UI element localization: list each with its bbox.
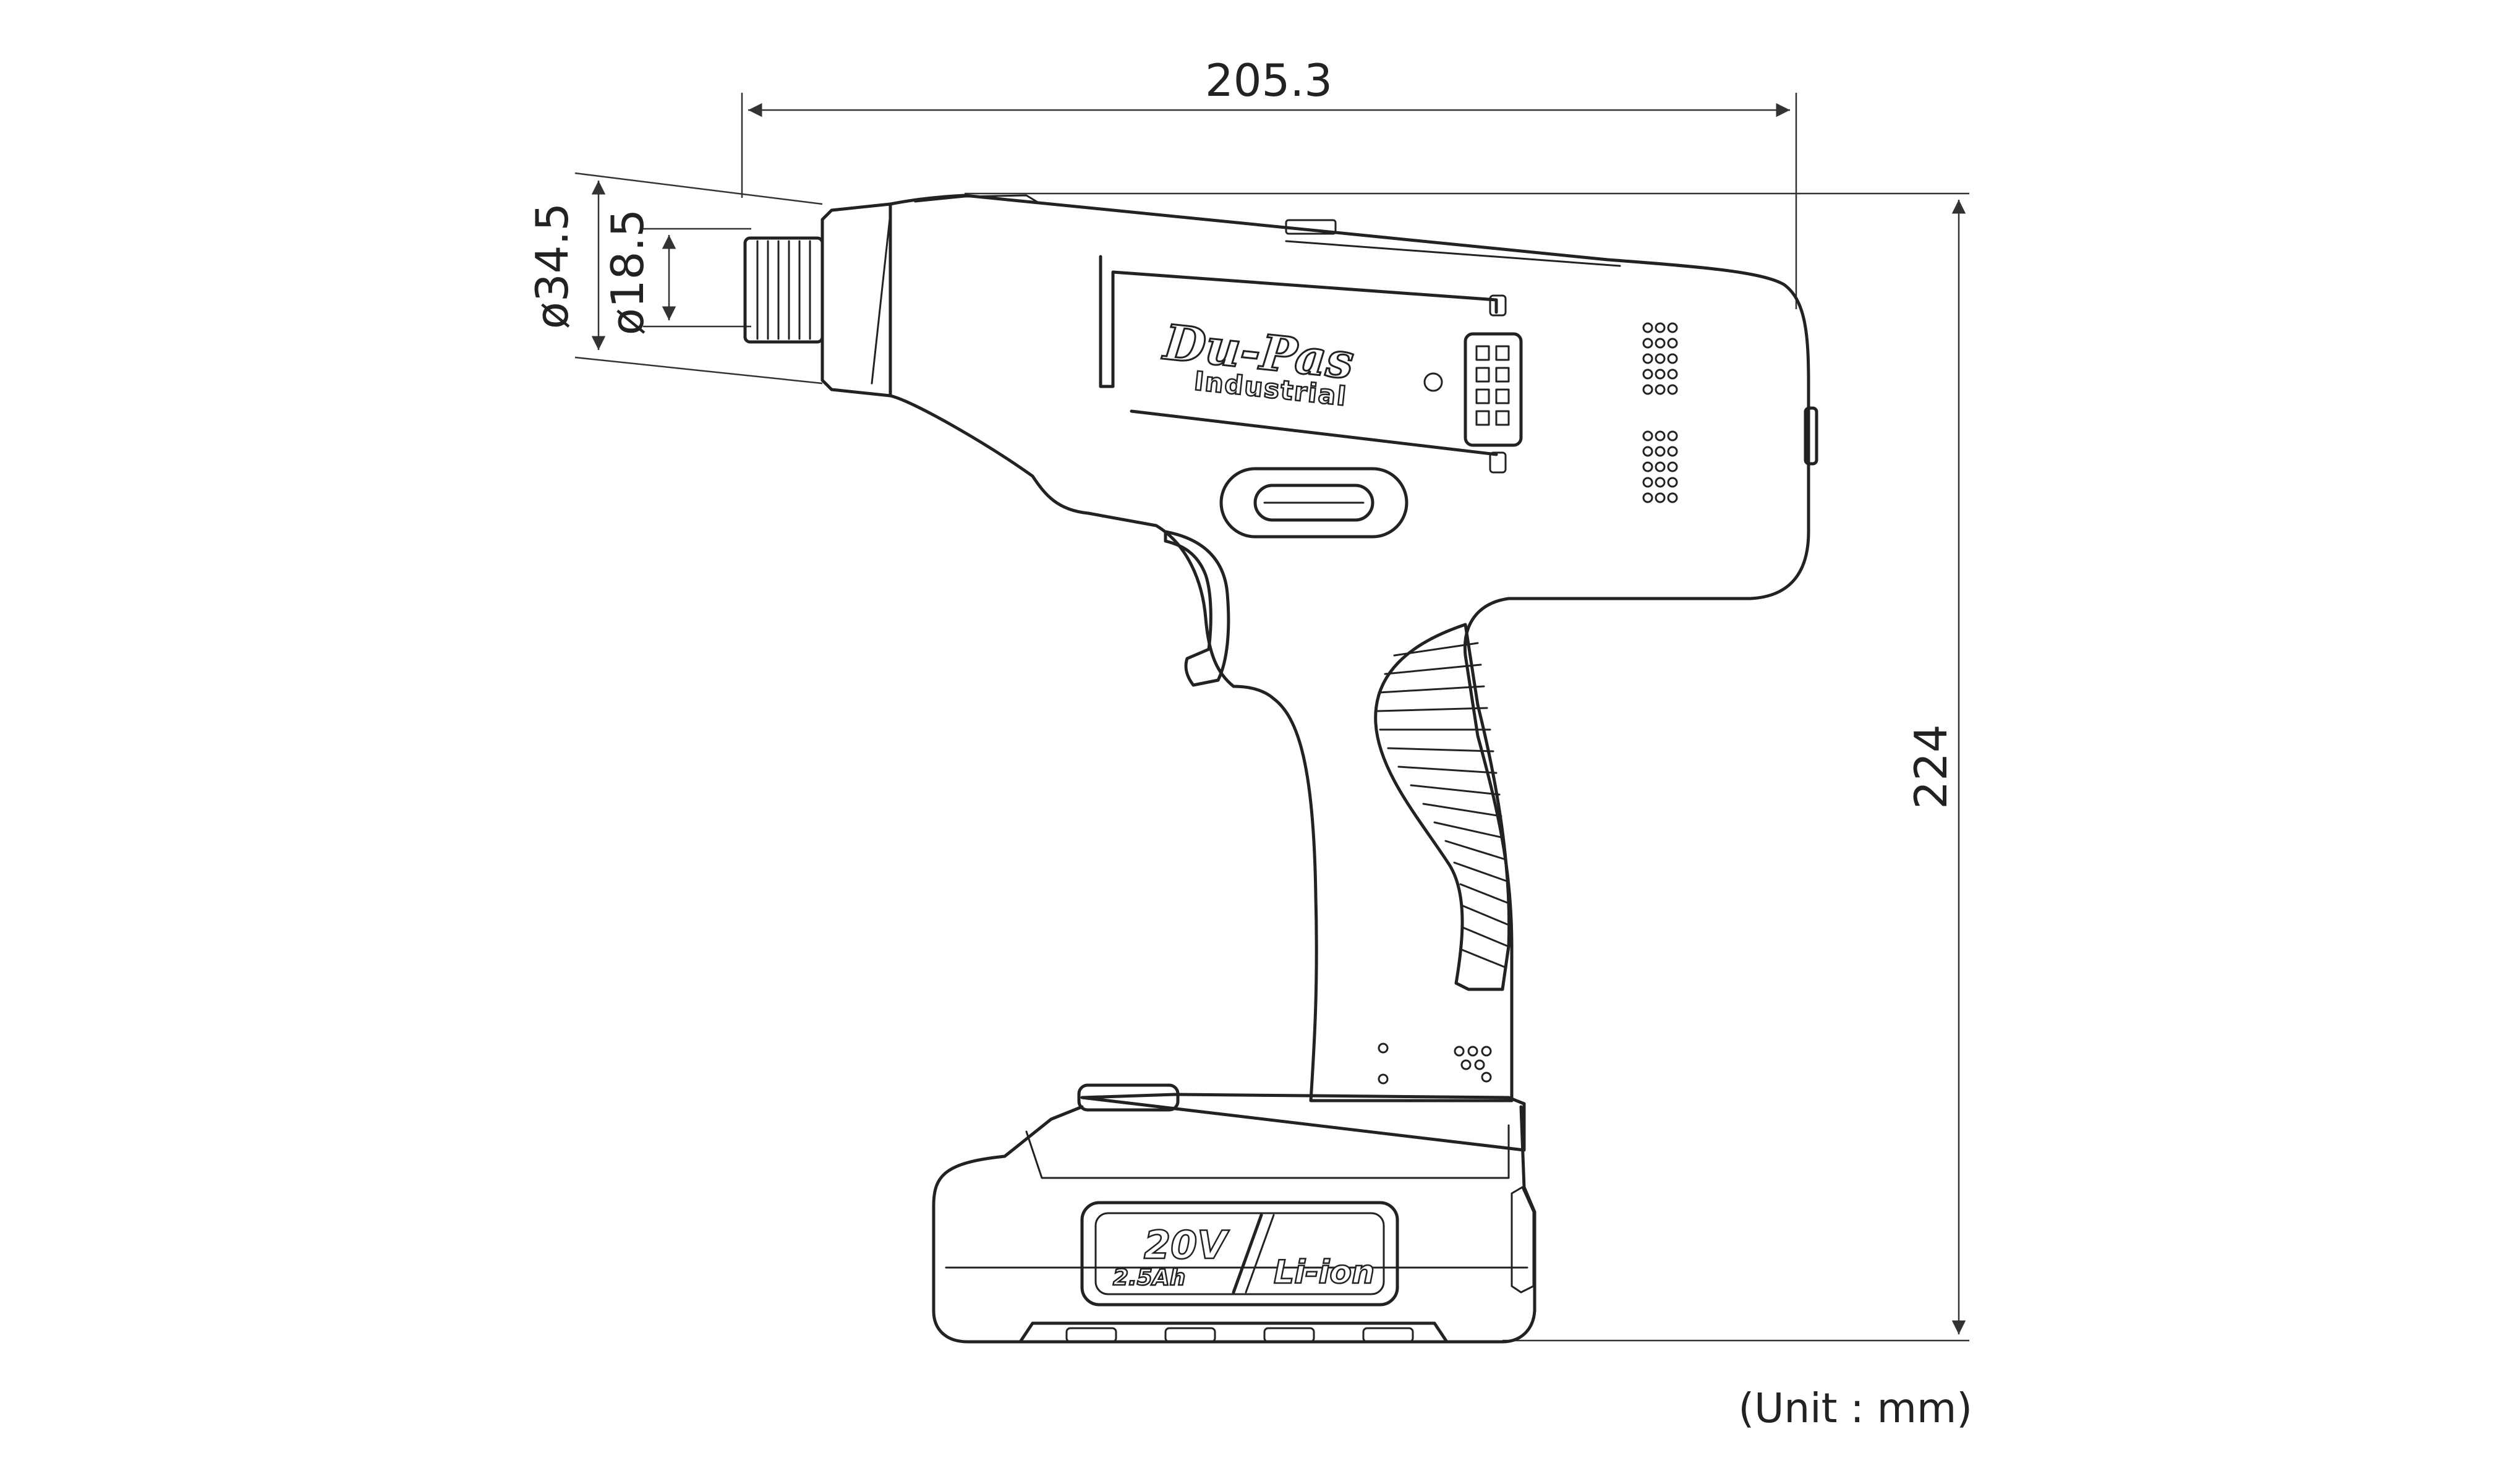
- battery-pack: [932, 1083, 1536, 1344]
- vent-holes-upper: [1642, 322, 1678, 395]
- length-dimension-label: 205.3: [1205, 54, 1332, 106]
- control-panel: [1464, 332, 1523, 447]
- outer-diameter-dimension: ø34.5: [526, 172, 823, 385]
- battery-voltage-text: 20V: [1144, 1222, 1230, 1268]
- battery-label: 20V 2.5Ah Li-ion: [1080, 1201, 1399, 1307]
- unit-note: (Unit : mm): [1738, 1384, 1972, 1432]
- handle-dots: [1378, 1043, 1492, 1085]
- inner-diameter-label: ø18.5: [602, 209, 654, 335]
- bit-holder: [743, 236, 824, 344]
- height-dimension-label: 224: [1905, 724, 1957, 809]
- main-housing: [889, 194, 1810, 1102]
- logo-plate: Du-Pas Industrial: [1099, 255, 1507, 474]
- outer-diameter-label: ø34.5: [526, 203, 578, 329]
- battery-capacity-text: 2.5Ah: [1113, 1265, 1185, 1290]
- vent-holes-lower: [1642, 430, 1678, 503]
- height-dimension: 224: [965, 192, 1969, 1342]
- rear-knob: [1804, 406, 1818, 466]
- top-ridge: [914, 194, 1621, 267]
- trigger: [1164, 530, 1230, 687]
- inner-diameter-dimension: ø18.5: [602, 209, 751, 335]
- direction-switch: [1219, 467, 1408, 539]
- battery-chemistry-text: Li-ion: [1274, 1254, 1374, 1291]
- grip-texture: [1374, 623, 1511, 991]
- length-dimension: 205.3: [741, 54, 1797, 309]
- nose-cone: [820, 202, 892, 398]
